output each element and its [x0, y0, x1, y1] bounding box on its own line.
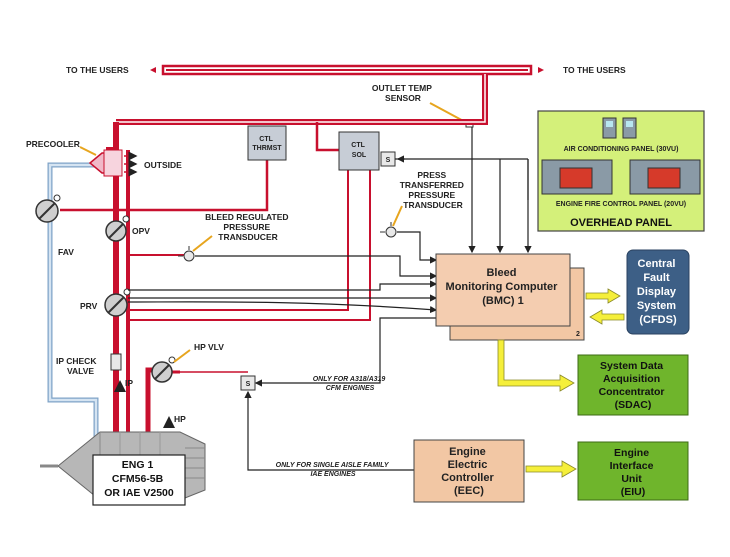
press-transferred-label: PRESS TRANSFERRED PRESSURE TRANSDUCER: [400, 170, 467, 210]
ip-label: IP: [125, 378, 133, 388]
only-a318-label: ONLY FOR A318/A319 CFM ENGINES: [313, 376, 388, 392]
precooler-label: PRECOOLER: [26, 139, 80, 149]
svg-text:CTL SOL: CTL SOL: [351, 142, 367, 159]
svg-text:Central Fault Disp: Central Fault Display System (CFDS): [637, 258, 679, 326]
eec-eiu-arrow: [525, 460, 577, 478]
bmc-box: 2 Bleed Monitoring Computer (BMC) 1: [435, 253, 585, 341]
fire-panel-label: ENGINE FIRE CONTROL PANEL (20VU): [556, 201, 686, 208]
engine-label-box: ENG 1 CFM56-5B OR IAE V2500: [92, 454, 186, 506]
precooler-leader: [79, 146, 97, 156]
bmc-sdac-arrow: [497, 339, 575, 392]
prv-valve-icon: [104, 288, 131, 317]
only-single-aisle-label: ONLY FOR SINGLE AISLE FAMILY IAE ENGINES: [276, 462, 391, 478]
hp-vlv-label: HP VLV: [194, 342, 224, 352]
ctl-thrmst-box: CTL THRMST: [247, 125, 287, 161]
press-transferred-leader: [392, 205, 403, 227]
to-users-right-label: TO THE USERS: [563, 65, 626, 75]
to-users-left-label: TO THE USERS: [66, 65, 129, 75]
svg-text:Engine Interface U: Engine Interface Unit (EIU): [610, 447, 657, 498]
svg-text:S: S: [246, 381, 251, 388]
fav-label: FAV: [58, 247, 74, 257]
press-transferred-transducer-icon: [380, 222, 402, 238]
overhead-panel: AIR CONDITIONING PANEL (30VU) ENGINE FIR…: [537, 110, 705, 232]
ac-panel-label: AIR CONDITIONING PANEL (30VU): [564, 146, 679, 153]
ip-check-valve-label: IP CHECK VALVE: [56, 356, 99, 376]
prv-label: PRV: [80, 301, 98, 311]
solenoid-s-valve-low: S: [240, 375, 256, 391]
outlet-temp-sensor-label: OUTLET TEMP SENSOR: [372, 83, 434, 103]
bleed-regulated-label: BLEED REGULATED PRESSURE TRANSDUCER: [205, 212, 291, 242]
overhead-panel-title: OVERHEAD PANEL: [570, 217, 672, 229]
svg-text:S: S: [386, 157, 391, 164]
svg-text:2: 2: [576, 331, 580, 338]
cooling-duct: [47, 162, 108, 440]
svg-text:CTL THRMST: CTL THRMST: [252, 136, 282, 152]
bmc-cfds-arrows: [585, 288, 625, 325]
opv-label: OPV: [132, 226, 150, 236]
users-duct: [150, 64, 544, 76]
solenoid-s-valve-top: S: [380, 151, 396, 167]
outside-label: OUTSIDE: [144, 160, 182, 170]
eec-box: Engine Electric Controller (EEC): [413, 439, 525, 503]
hp-valve-icon: [151, 356, 176, 383]
sdac-box: System Data Acquisition Concentrator (SD…: [577, 354, 689, 416]
ip-check-valve-icon: [110, 353, 122, 371]
svg-text:ENG 1 CFM56-5B OR: ENG 1 CFM56-5B OR IAE V2500: [104, 459, 174, 499]
svg-text:Engine Electric Co: Engine Electric Controller (EEC): [441, 446, 497, 497]
svg-text:Bleed Monitoring Compute: Bleed Monitoring Computer (BMC) 1: [446, 267, 561, 307]
cfds-box: Central Fault Display System (CFDS): [626, 249, 690, 335]
ctl-sol-box: CTL SOL: [338, 131, 380, 171]
fav-valve-icon: [35, 194, 61, 223]
eiu-box: Engine Interface Unit (EIU): [577, 441, 689, 501]
hp-vlv-leader: [173, 349, 191, 363]
hp-label: HP: [174, 414, 186, 424]
precooler: [88, 149, 138, 177]
opv-valve-icon: [105, 215, 130, 242]
svg-text:System Data Acquisition: System Data Acquisition Concentrator (SD…: [599, 360, 668, 411]
bleed-regulated-leader: [192, 235, 213, 252]
signal-lines: [127, 127, 532, 471]
